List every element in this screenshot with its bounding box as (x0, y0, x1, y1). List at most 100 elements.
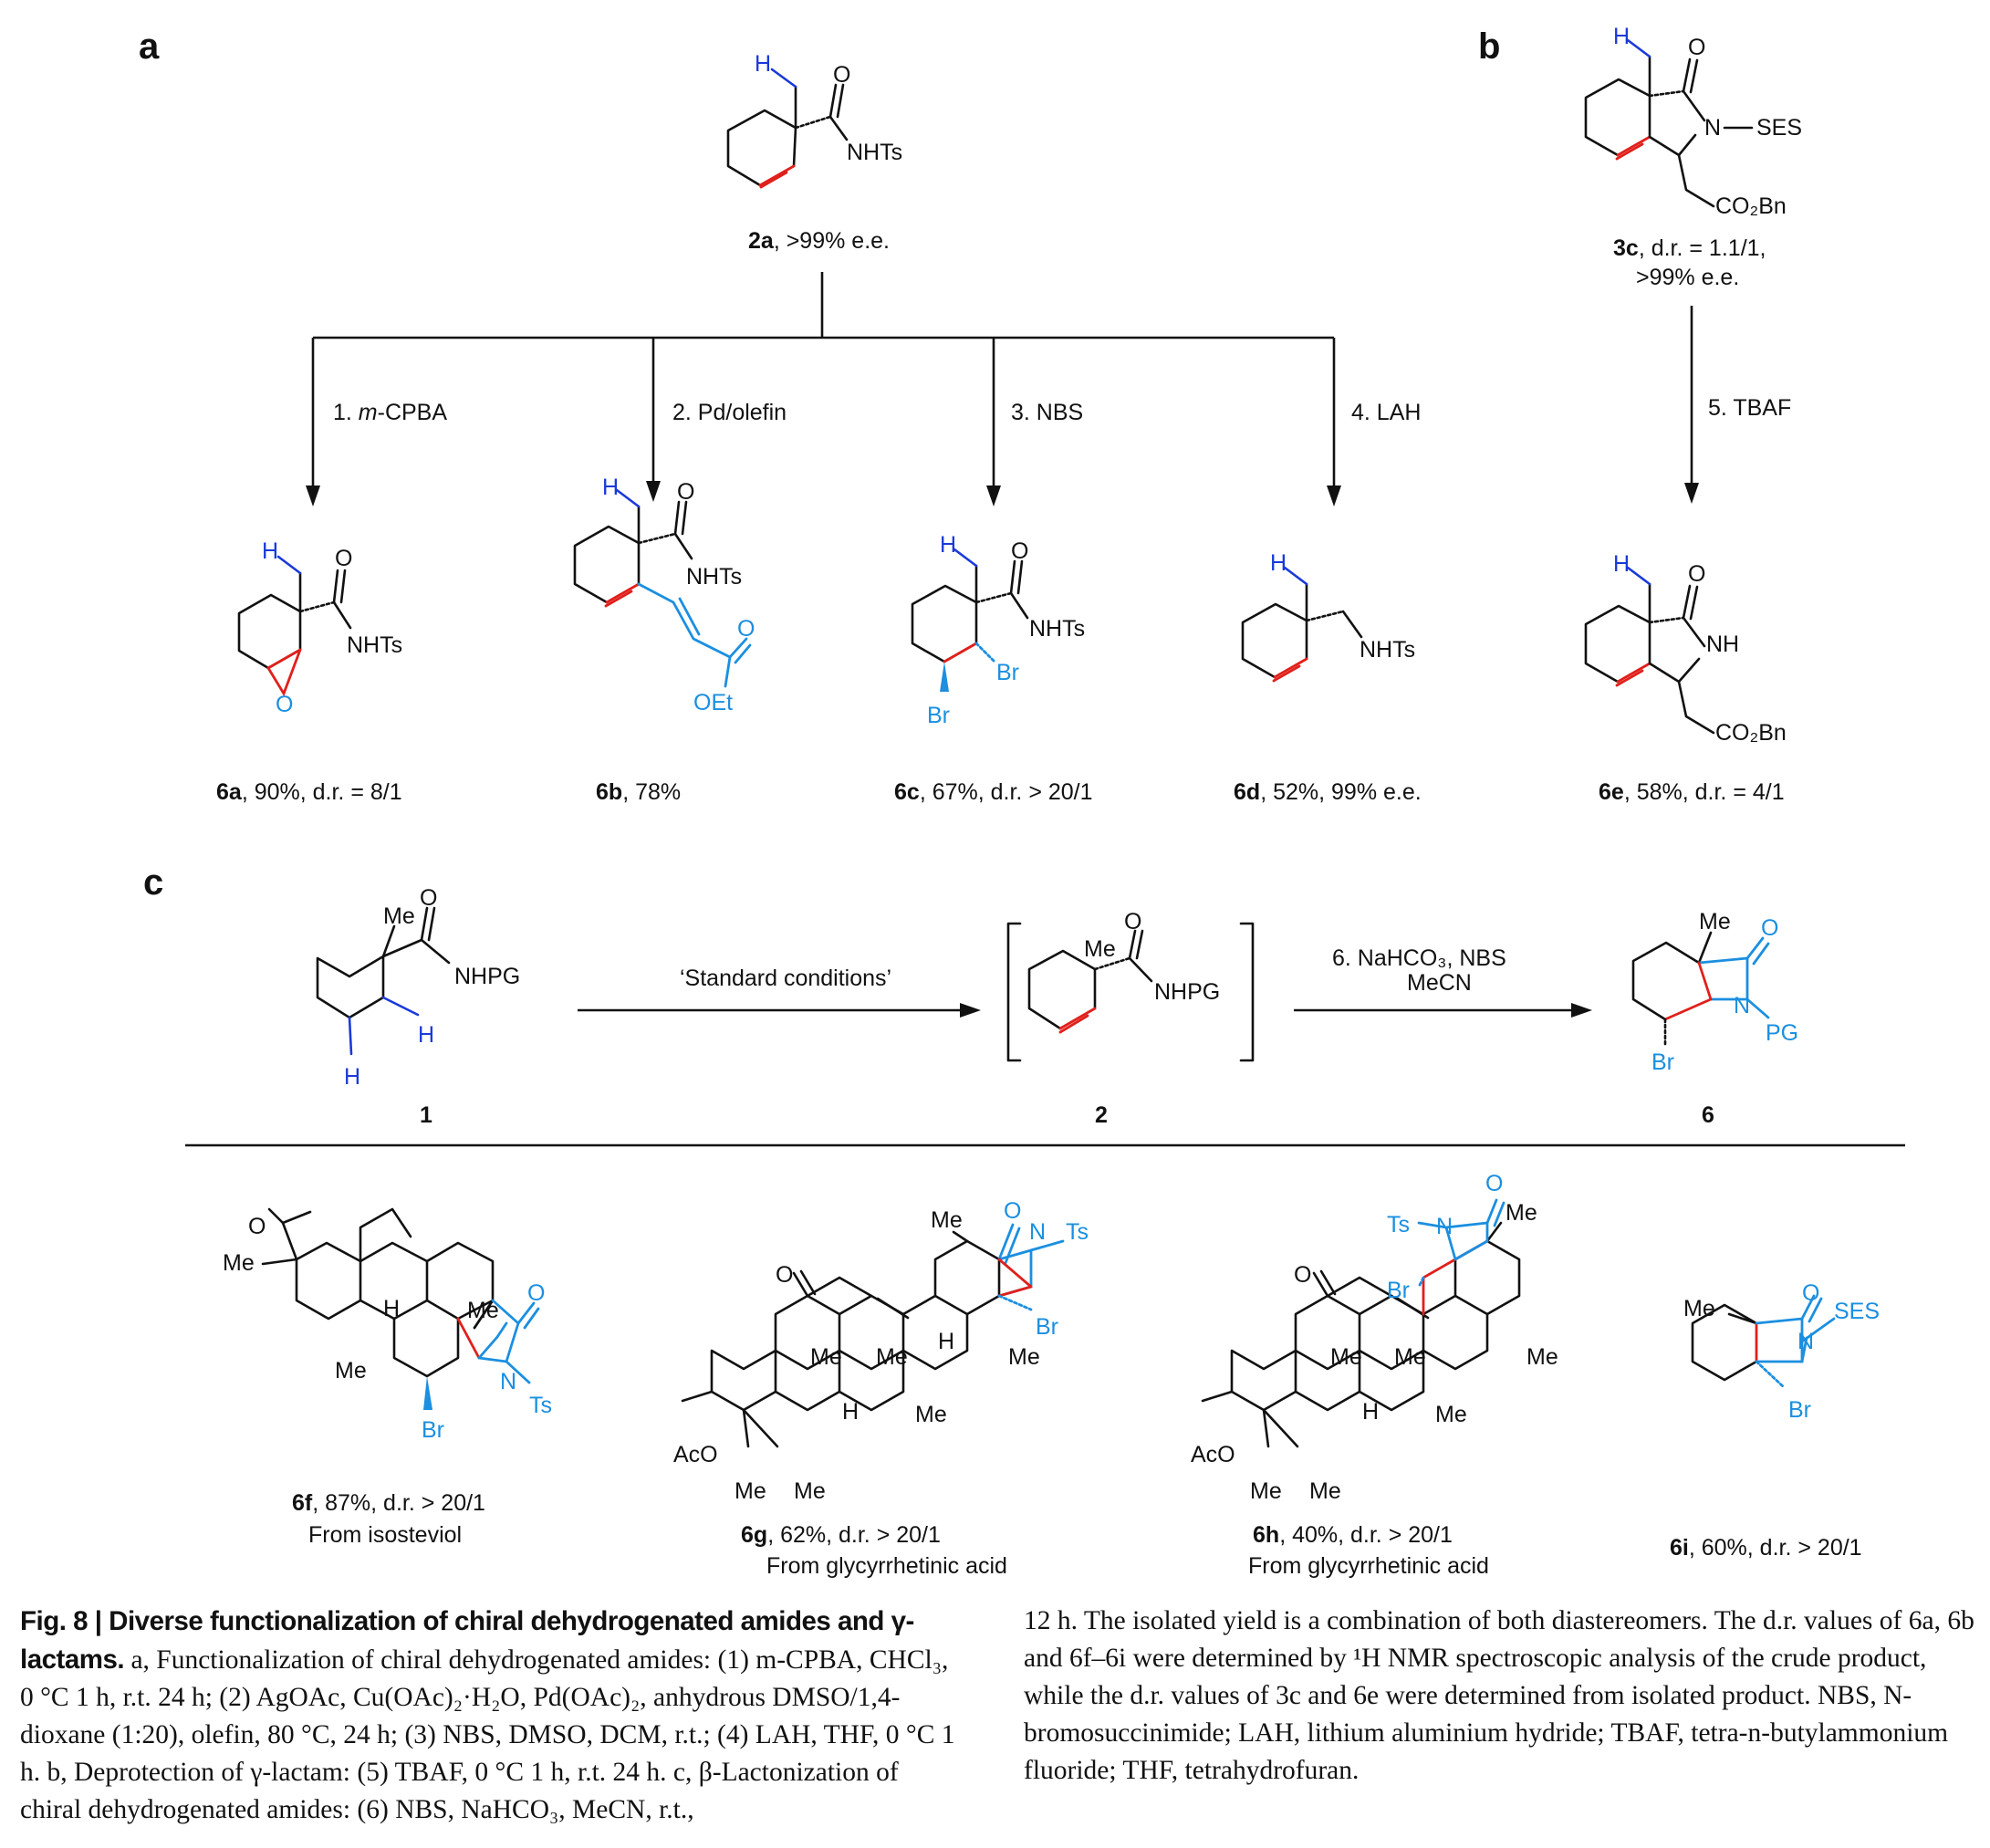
atom-aco: AcO (1191, 1442, 1235, 1467)
atom-h: H (842, 1399, 859, 1425)
structure-6f: O Me H Me O Me N Ts Br (223, 1207, 552, 1443)
atom-h: H (755, 51, 771, 77)
atom-h: H (1270, 550, 1287, 576)
atom-oet: OEt (693, 690, 733, 715)
source-6g: From glycyrrhetinic acid (766, 1553, 1007, 1579)
atom-n: N (1436, 1214, 1453, 1239)
structure-6i: O Me N SES Br (1683, 1280, 1880, 1423)
atom-br: Br (1036, 1314, 1058, 1340)
atom-o: O (833, 62, 850, 88)
label-6g: 6g, 62%, d.r. > 20/1 (741, 1522, 941, 1548)
atom-n: N (1734, 993, 1750, 1018)
condition-3: 3. NBS (1011, 400, 1083, 425)
panel-label-b: b (1478, 26, 1500, 67)
atom-aco: AcO (673, 1442, 718, 1467)
figure-caption-left: Fig. 8 | Diverse functionalization of ch… (20, 1603, 960, 1829)
atom-n: N (1704, 115, 1721, 141)
label-6i: 6i, 60%, d.r. > 20/1 (1670, 1535, 1862, 1561)
atom-me: Me (223, 1250, 255, 1276)
figure-label: Fig. 8 | Diverse functionalization of ch… (20, 1606, 914, 1675)
atom-o: O (1004, 1198, 1021, 1224)
atom-o-epoxide: O (276, 692, 293, 717)
atom-o: O (677, 479, 694, 505)
atom-me: Me (915, 1402, 947, 1427)
atom-br: Br (996, 660, 1019, 685)
atom-nhts: NHTs (686, 564, 742, 590)
structure-6h: O Ts N Me Br O Me Me Me H Me AcO Me Me (1191, 1171, 1558, 1504)
atom-o: O (1124, 909, 1141, 934)
structure-6g: O Me N Ts O Br Me Me Me H H Me AcO Me Me (673, 1198, 1089, 1504)
atom-o: O (1688, 561, 1705, 587)
atom-ses: SES (1834, 1299, 1880, 1324)
label-6f: 6f, 87%, d.r. > 20/1 (292, 1490, 485, 1516)
atom-me: Me (335, 1358, 367, 1383)
source-6h: From glycyrrhetinic acid (1248, 1553, 1489, 1579)
structure-6b: H O NHTs O OEt (573, 475, 755, 715)
atom-h: H (262, 538, 278, 564)
structure-6d: H NHTs (1241, 550, 1415, 683)
source-6f: From isosteviol (308, 1522, 462, 1548)
condition-standard: ‘Standard conditions’ (680, 966, 891, 991)
atom-ts: Ts (529, 1393, 552, 1418)
branch-lines (306, 272, 1341, 506)
atom-br: Br (1651, 1049, 1674, 1075)
atom-n: N (500, 1369, 516, 1394)
label-1: 1 (420, 1102, 432, 1128)
atom-nh: NH (1706, 632, 1739, 657)
label-6a: 6a, 90%, d.r. = 8/1 (216, 779, 402, 805)
atom-o: O (1802, 1280, 1819, 1306)
atom-me: Me (794, 1478, 826, 1504)
panel-label-a: a (139, 26, 160, 67)
atom-me: Me (1084, 936, 1116, 962)
atom-co2bn: CO₂Bn (1715, 720, 1787, 746)
structure-6a: H O NHTs O (237, 538, 402, 717)
atom-h: H (1362, 1399, 1379, 1425)
label-6: 6 (1702, 1102, 1714, 1128)
atom-me: Me (1330, 1344, 1362, 1370)
condition-1: 1. m-CPBA (333, 400, 447, 425)
atom-me: Me (1435, 1402, 1467, 1427)
atom-h: H (418, 1022, 434, 1048)
arrowhead-step-6 (1571, 1003, 1592, 1018)
bracket-left (1006, 922, 1022, 1062)
atom-nhpg: NHPG (1154, 979, 1220, 1005)
atom-n: N (1797, 1329, 1814, 1354)
atom-o: O (776, 1262, 793, 1288)
atom-me: Me (1394, 1344, 1426, 1370)
atom-h: H (938, 1329, 954, 1354)
atom-h: H (344, 1064, 360, 1090)
atom-ses: SES (1756, 115, 1802, 141)
atom-o: O (1688, 35, 1705, 60)
atom-o: O (420, 885, 437, 911)
atom-me: Me (383, 903, 415, 929)
atom-h: H (602, 475, 619, 500)
label-3c: 3c, d.r. = 1.1/1, (1613, 235, 1766, 261)
atom-me: Me (467, 1298, 499, 1323)
atom-nhts: NHTs (347, 632, 402, 658)
atom-nhts: NHTs (1029, 616, 1085, 642)
structure-6c: H O NHTs Br Br (911, 532, 1085, 728)
atom-me: Me (1526, 1344, 1558, 1370)
atom-h: H (1613, 24, 1630, 49)
condition-5: 5. TBAF (1708, 395, 1791, 421)
condition-2: 2. Pd/olefin (672, 400, 787, 425)
atom-me: Me (1506, 1200, 1537, 1226)
label-3c-ee: >99% e.e. (1636, 265, 1739, 290)
atom-o-ester: O (737, 616, 755, 642)
structure-1: Me O NHPG H H (316, 885, 520, 1090)
structure-2a: H O NHTs (726, 51, 902, 189)
atom-o: O (1485, 1171, 1503, 1196)
condition-6-line1: 6. NaHCO₃, NBS (1332, 945, 1506, 971)
atom-me: Me (876, 1344, 908, 1370)
atom-h: H (940, 532, 956, 558)
figure-caption-right: 12 h. The isolated yield is a combinatio… (1024, 1603, 1977, 1790)
atom-me: Me (1309, 1478, 1341, 1504)
atom-ts: Ts (1066, 1219, 1089, 1245)
atom-nhts: NHTs (847, 140, 902, 165)
label-6d: 6d, 52%, 99% e.e. (1234, 779, 1422, 805)
bracket-right (1239, 922, 1255, 1062)
atom-me: Me (1250, 1478, 1282, 1504)
atom-br: Br (422, 1417, 444, 1443)
label-6e: 6e, 58%, d.r. = 4/1 (1599, 779, 1785, 805)
atom-o: O (1761, 915, 1778, 941)
